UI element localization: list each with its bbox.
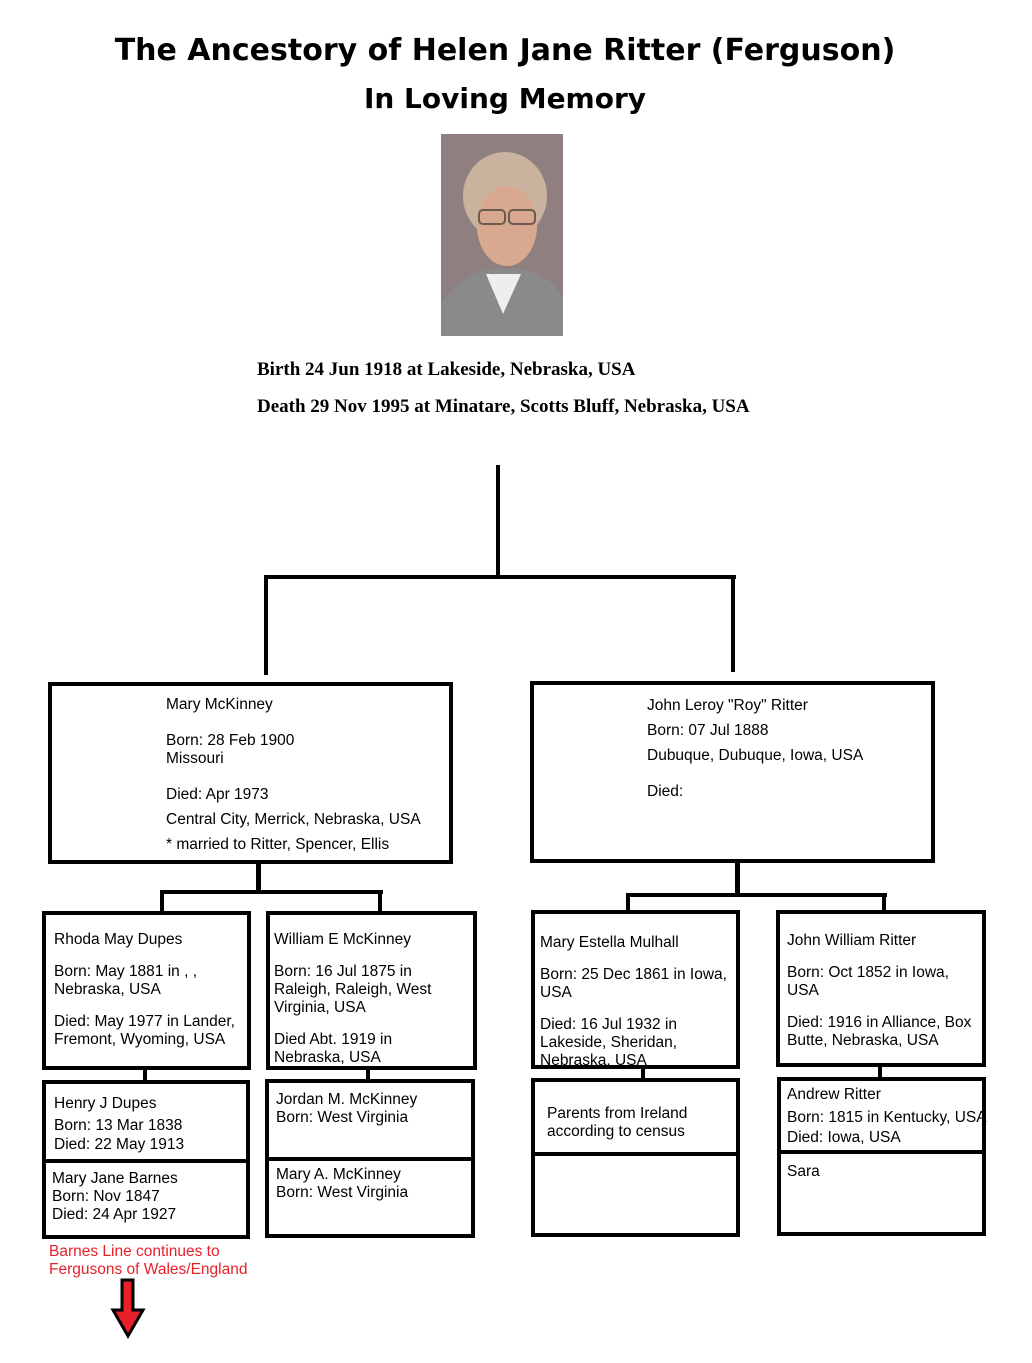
died: Died Abt. 1919 in	[274, 1031, 393, 1048]
born-place: Raleigh, Raleigh, West	[274, 981, 432, 998]
couple-card: Jordan M. McKinney Born: West Virginia M…	[265, 1079, 475, 1238]
died-place: Nebraska, USA	[274, 1049, 381, 1066]
born-place: Virginia, USA	[274, 999, 366, 1016]
connector	[731, 575, 735, 672]
birth-place: Lakeside, Nebraska, USA	[427, 359, 636, 380]
person-name: Sara	[787, 1163, 820, 1180]
couple-card: Parents from Ireland according to census	[531, 1078, 740, 1237]
couple-card: Henry J Dupes Born: 13 Mar 1838 Died: 22…	[42, 1080, 250, 1239]
died: Died:	[647, 783, 684, 800]
connector	[641, 1067, 645, 1079]
note: Parents from Ireland	[547, 1105, 688, 1122]
connector	[256, 862, 261, 893]
connector	[878, 1065, 882, 1078]
note: * married to Ritter, Spencer, Ellis	[166, 836, 390, 853]
connector	[160, 890, 383, 894]
born-place: Dubuque, Dubuque, Iowa, USA	[647, 747, 864, 764]
death-at: at	[414, 396, 431, 417]
person-name: Rhoda May Dupes	[54, 931, 183, 948]
died: Died: May 1977 in Lander,	[54, 1013, 235, 1030]
died-place: Butte, Nebraska, USA	[787, 1032, 939, 1049]
connector	[264, 575, 268, 675]
born: Born: 25 Dec 1861 in Iowa,	[540, 966, 727, 983]
died: Died: 1916 in Alliance, Box	[787, 1014, 972, 1031]
person-name: John William Ritter	[787, 932, 917, 949]
died: Died: 16 Jul 1932 in	[540, 1016, 678, 1033]
page-subtitle: In Loving Memory	[363, 82, 647, 115]
person-card-father: John Leroy "Roy" Ritter Born: 07 Jul 188…	[530, 681, 935, 863]
born-place: Nebraska, USA	[54, 981, 161, 998]
divider	[46, 1159, 246, 1163]
died-place: Lakeside, Sheridan,	[540, 1034, 678, 1051]
connector	[626, 893, 887, 897]
died: Died: Apr 1973	[166, 786, 269, 803]
death-place: Minatare, Scotts Bluff, Nebraska, USA	[434, 396, 750, 417]
note: according to census	[547, 1123, 685, 1140]
barnes-note-line2: Fergusons of Wales/England	[49, 1261, 248, 1278]
connector	[160, 890, 164, 912]
birth-date: Birth 24 Jun 1918	[257, 359, 403, 380]
born: Born: Oct 1852 in Iowa,	[787, 964, 949, 981]
divider	[269, 1157, 471, 1161]
died: Died: 24 Apr 1927	[52, 1206, 177, 1223]
born: Born: 1815 in Kentucky, USA	[787, 1109, 987, 1126]
person-name: John Leroy "Roy" Ritter	[647, 697, 808, 714]
page-title: The Ancestory of Helen Jane Ritter (Ferg…	[114, 33, 896, 68]
person-name: Mary McKinney	[166, 696, 273, 713]
died-place: Nebraska, USA	[540, 1052, 647, 1069]
person-name: William E McKinney	[274, 931, 411, 948]
died: Died: 22 May 1913	[54, 1136, 185, 1153]
connector	[882, 893, 886, 911]
born-place: USA	[540, 984, 572, 1001]
born: Born: 07 Jul 1888	[647, 722, 769, 739]
born: Born: West Virginia	[276, 1109, 409, 1126]
person-name: Andrew Ritter	[787, 1086, 881, 1103]
couple-card: Andrew Ritter Born: 1815 in Kentucky, US…	[777, 1077, 987, 1236]
born: Born: 16 Jul 1875 in	[274, 963, 412, 980]
born-place: USA	[787, 982, 819, 999]
divider	[781, 1150, 982, 1154]
connector	[366, 1068, 370, 1080]
barnes-note-line1: Barnes Line continues to	[49, 1243, 220, 1260]
born: Born: West Virginia	[276, 1184, 409, 1201]
born: Born: 13 Mar 1838	[54, 1117, 183, 1134]
connector	[626, 893, 630, 911]
person-name: Jordan M. McKinney	[276, 1091, 418, 1108]
divider	[535, 1152, 736, 1156]
person-card-grandparent: John William Ritter Born: Oct 1852 in Io…	[776, 910, 986, 1067]
person-name: Henry J Dupes	[54, 1095, 157, 1112]
portrait-photo	[441, 134, 563, 336]
birth-line: Birth 24 Jun 1918 at Lakeside, Nebraska,…	[257, 359, 635, 381]
person-name: Mary A. McKinney	[276, 1166, 401, 1183]
arrow-down-icon	[109, 1278, 147, 1345]
person-name: Mary Jane Barnes	[52, 1170, 178, 1187]
died-place: Central City, Merrick, Nebraska, USA	[166, 811, 421, 828]
born: Born: Nov 1847	[52, 1188, 160, 1205]
person-card-grandparent: Rhoda May Dupes Born: May 1881 in , , Ne…	[42, 911, 251, 1070]
born-place: Missouri	[166, 750, 224, 767]
connector	[378, 890, 382, 912]
birth-at: at	[406, 359, 423, 380]
death-line: Death 29 Nov 1995 at Minatare, Scotts Bl…	[257, 396, 750, 418]
person-card-grandparent: Mary Estella Mulhall Born: 25 Dec 1861 i…	[531, 910, 740, 1069]
person-card-grandparent: William E McKinney Born: 16 Jul 1875 in …	[266, 911, 477, 1070]
connector	[143, 1068, 147, 1081]
connector	[496, 465, 500, 579]
died-place: Fremont, Wyoming, USA	[54, 1031, 226, 1048]
born: Born: May 1881 in , ,	[54, 963, 198, 980]
connector	[735, 862, 740, 896]
connector	[264, 575, 736, 579]
died: Died: Iowa, USA	[787, 1129, 901, 1146]
person-name: Mary Estella Mulhall	[540, 934, 679, 951]
born: Born: 28 Feb 1900	[166, 732, 295, 749]
person-card-mother: Mary McKinney Born: 28 Feb 1900 Missouri…	[48, 682, 453, 864]
death-date: Death 29 Nov 1995	[257, 396, 410, 417]
